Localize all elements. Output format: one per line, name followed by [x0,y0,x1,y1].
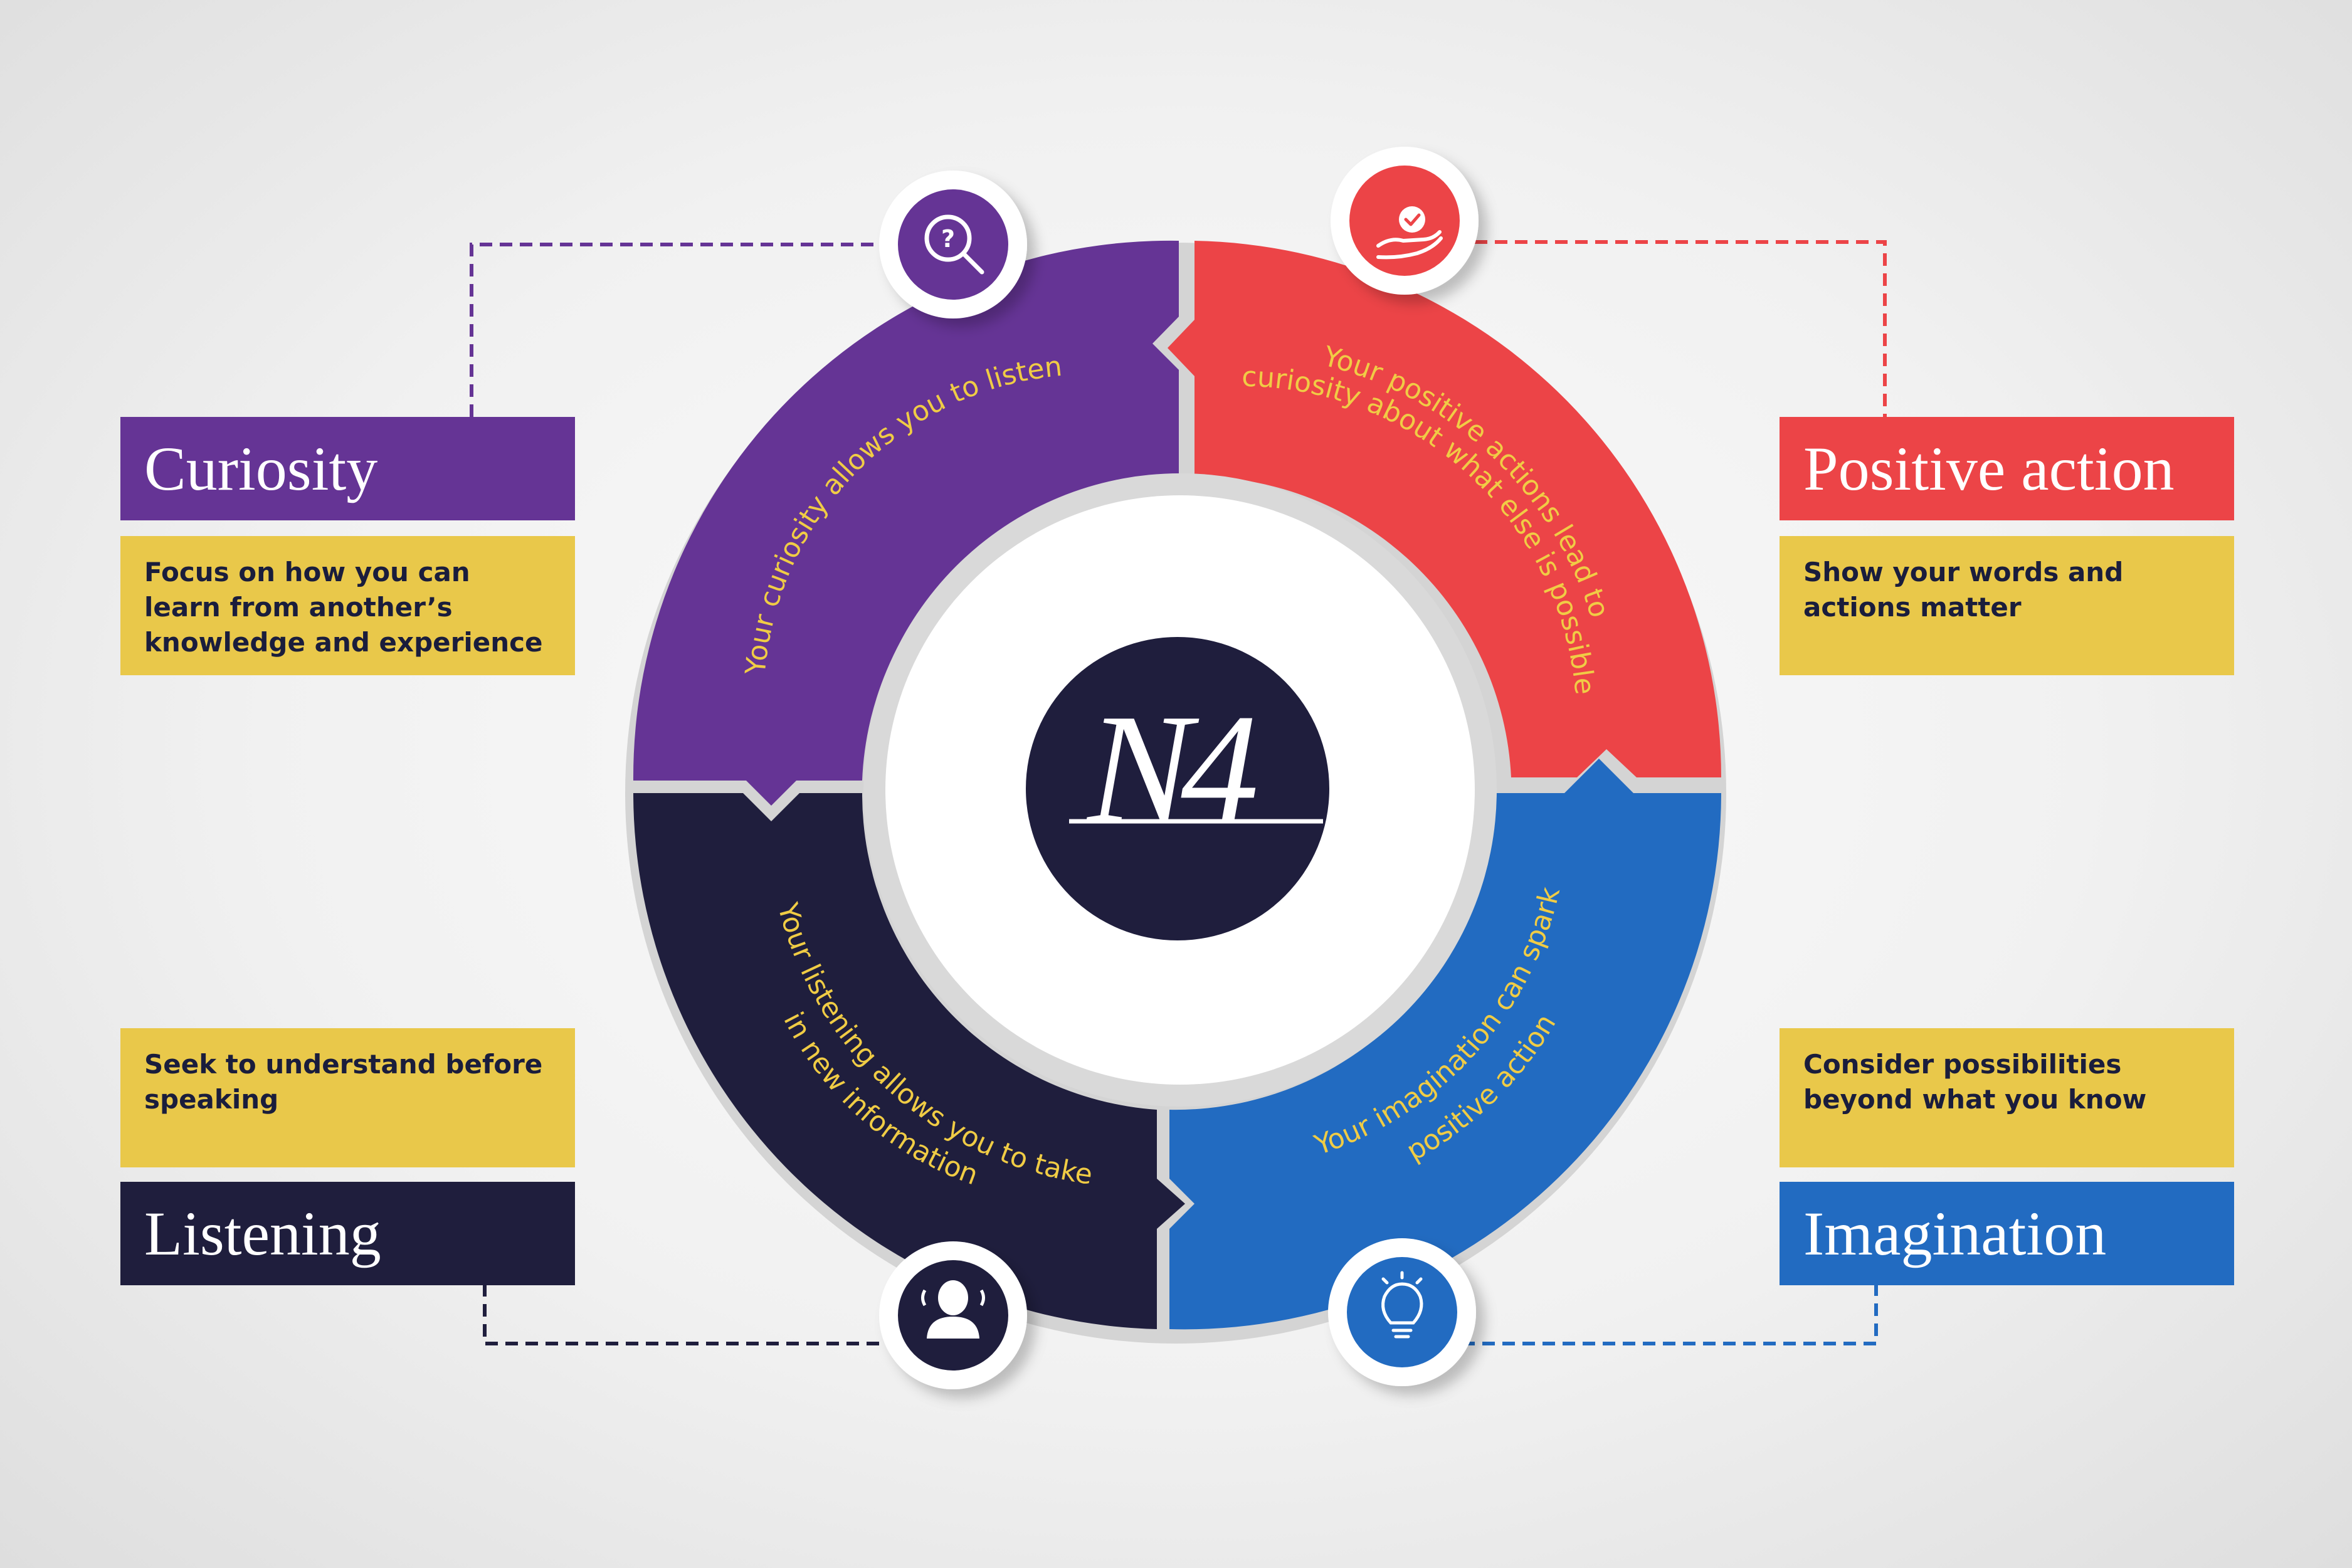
listening-badge [879,1241,1027,1389]
imagination-badge [1328,1238,1476,1386]
curiosity-badge: ? [879,171,1027,318]
svg-text:?: ? [941,225,955,253]
curiosity-description: Focus on how you can learn from another’… [120,536,575,675]
imagination-title: Imagination [1780,1182,2234,1285]
hand-check-icon [1376,206,1443,260]
positive-action-connector-line [1455,240,1887,419]
imagination-connector-line [1442,1284,1878,1345]
listening-description: Seek to understand before speaking [120,1028,575,1167]
curiosity-segment [633,240,1179,806]
positive-action-description: Show your words and actions matter [1780,536,2234,675]
n4-logo: N4 [1026,637,1329,940]
positive-action-segment [1168,241,1721,777]
imagination-segment [1169,759,1721,1330]
magnifier-question-icon: ? [924,214,984,275]
curiosity-connector-line [470,243,897,417]
listening-connector-line [483,1284,909,1345]
listening-title: Listening [120,1182,575,1285]
person-listening-icon [921,1280,985,1339]
positive-action-title: Positive action [1780,417,2234,520]
imagination-description: Consider possibilities beyond what you k… [1780,1028,2234,1167]
lightbulb-icon [1381,1271,1423,1339]
listening-segment [633,793,1185,1329]
curiosity-title: Curiosity [120,417,575,520]
n4-logo-text: N4 [1086,682,1256,856]
positive-action-badge [1331,147,1479,295]
